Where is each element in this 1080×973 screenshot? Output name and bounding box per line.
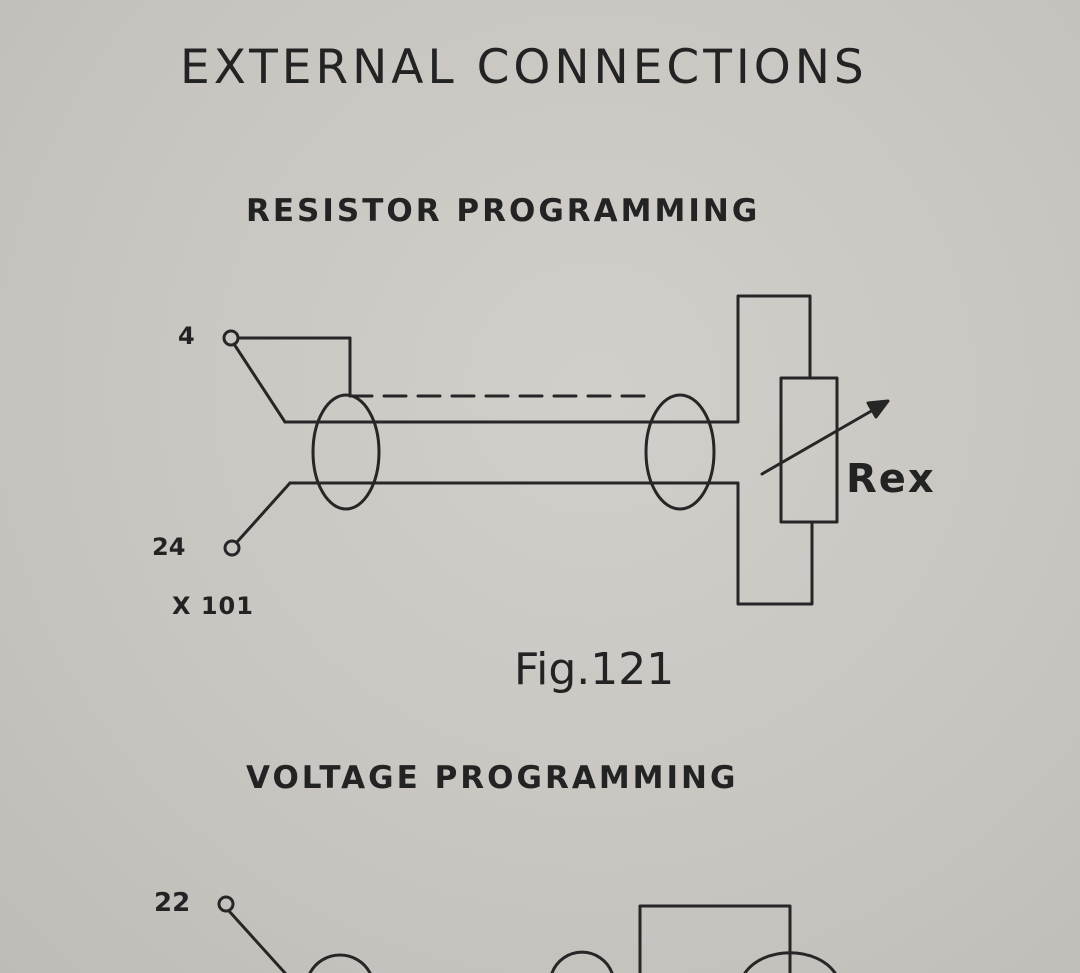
figure-caption: Fig.121 — [514, 644, 675, 695]
terminal-22-label: 22 — [154, 888, 191, 918]
wire-terminal-22-diagonal — [227, 909, 287, 973]
cable-ferrule-right — [644, 393, 716, 511]
terminal-4-label: 4 — [178, 322, 195, 350]
cable-ferrule-left — [311, 393, 381, 511]
terminal-24-label: 24 — [152, 533, 186, 561]
voltage-component-arc — [743, 951, 837, 973]
terminal-22-circle — [217, 895, 235, 913]
rex-resistor-body — [779, 376, 839, 524]
voltage-wire-loop — [638, 904, 792, 973]
connector-label: X 101 — [172, 592, 254, 620]
rex-variable-arrow-shaft — [760, 404, 882, 476]
page-title: EXTERNAL CONNECTIONS — [180, 40, 868, 95]
rex-label: Rex — [846, 456, 936, 502]
terminal-4-circle — [222, 329, 240, 347]
terminal-24-circle — [223, 539, 241, 557]
wire-terminal-24-diagonal — [235, 481, 292, 544]
section-heading-resistor-programming: RESISTOR PROGRAMMING — [246, 193, 761, 229]
wire-to-rex-bottom — [733, 481, 814, 606]
voltage-ferrule-right — [550, 950, 614, 973]
voltage-ferrule-left — [308, 953, 372, 973]
wire-terminal-4-diagonal — [232, 342, 287, 424]
section-heading-voltage-programming: VOLTAGE PROGRAMMING — [246, 760, 739, 796]
rex-variable-arrow-head — [866, 399, 890, 419]
wire-to-rex-top — [733, 294, 812, 424]
